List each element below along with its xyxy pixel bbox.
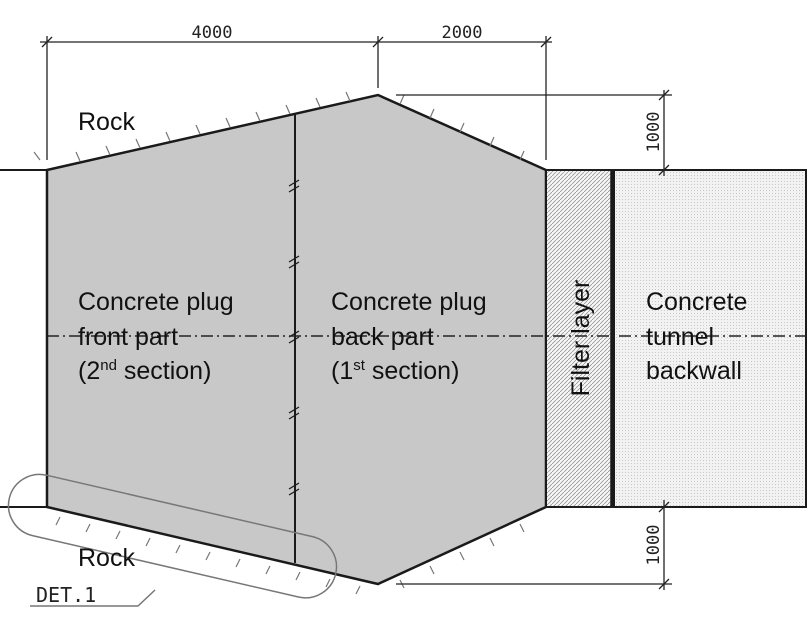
plug-back-label-line1: Concrete plug <box>331 288 487 316</box>
dimension-horizontal <box>40 36 552 160</box>
plug-front-label-line1: Concrete plug <box>78 288 234 316</box>
filter-layer <box>545 169 613 508</box>
plug-front-label-line3: (2nd section) <box>78 357 211 385</box>
detail-label: DET.1 <box>36 583 96 607</box>
plug-front-label-line2: front part <box>78 323 178 351</box>
rock-surface-bottom <box>55 516 525 595</box>
dimension-bottom-height: 1000 <box>644 525 664 566</box>
backwall-label-line2: tunnel <box>646 323 714 351</box>
rock-label-top: Rock <box>78 108 135 136</box>
dimension-vertical-bottom <box>396 500 672 590</box>
dimension-front-length: 4000 <box>192 23 233 43</box>
backwall-label-line3: backwall <box>646 357 742 385</box>
dimension-back-length: 2000 <box>442 23 483 43</box>
detail-leader <box>30 589 156 607</box>
plug-back-label-line3: (1st section) <box>331 357 459 385</box>
plug-back-label-line2: back part <box>331 323 434 351</box>
tunnel-backwall <box>613 169 807 508</box>
filter-layer-label: Filter layer <box>567 280 595 397</box>
rock-label-bottom: Rock <box>78 544 135 572</box>
backwall-label-line1: Concrete <box>646 288 747 316</box>
dimension-top-height: 1000 <box>644 112 664 153</box>
dimension-vertical-top <box>396 89 672 176</box>
rock-surface-top <box>33 91 525 162</box>
detail-callout-outline <box>7 473 338 599</box>
